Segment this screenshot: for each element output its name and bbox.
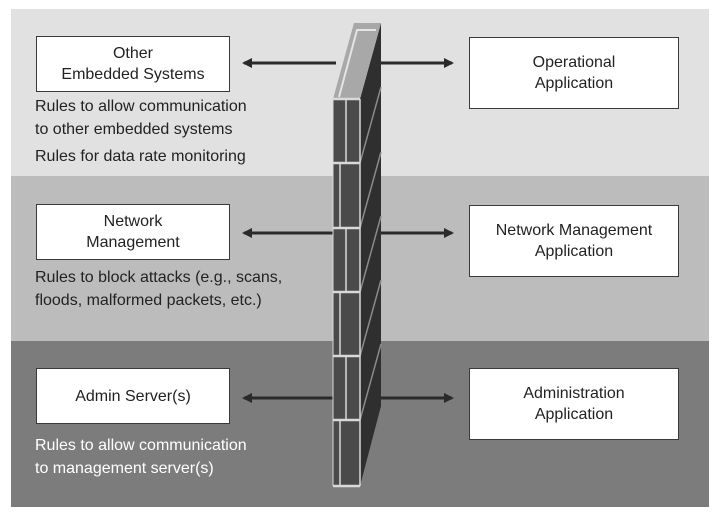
rule-management-servers: Rules to allow communication to manageme… — [35, 437, 247, 477]
network-management-box: Network Management — [36, 204, 230, 260]
operational-application-box: Operational Application — [469, 37, 679, 109]
firewall-wall-icon — [332, 23, 382, 488]
admin-servers-box: Admin Server(s) — [36, 368, 230, 424]
administration-application-box: Administration Application — [469, 368, 679, 440]
other-embedded-systems-box: Other Embedded Systems — [36, 36, 230, 92]
rule-data-rate-monitoring: Rules for data rate monitoring — [35, 148, 246, 165]
rule-block-attacks: Rules to block attacks (e.g., scans, flo… — [35, 269, 283, 309]
network-management-application-box: Network Management Application — [469, 205, 679, 277]
rule-embedded-communication: Rules to allow communication to other em… — [35, 98, 247, 138]
